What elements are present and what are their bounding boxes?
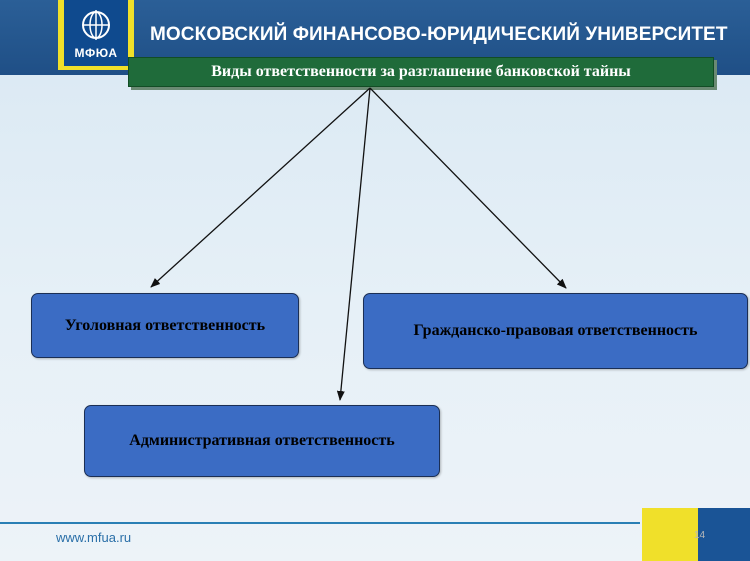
diagram-title: Виды ответственности за разглашение банк… [128, 57, 714, 87]
footer-divider [0, 522, 640, 524]
node-administrative-liability: Административная ответственность [84, 405, 440, 477]
logo-text: МФЮА [74, 46, 118, 60]
arrow-to-criminal [150, 87, 371, 288]
node-criminal-liability: Уголовная ответственность [31, 293, 299, 358]
node-civil-liability: Гражданско-правовая ответственность [363, 293, 748, 369]
arrow-to-administrative [336, 87, 371, 401]
logo[interactable]: МФЮА [64, 0, 128, 66]
corner-accent-blue [698, 508, 750, 561]
corner-accent-yellow [642, 508, 698, 561]
page-number: 14 [694, 530, 706, 541]
arrow-to-civil [369, 87, 567, 289]
footer-url[interactable]: www.mfua.ru [56, 530, 132, 545]
university-name: МОСКОВСКИЙ ФИНАНСОВО-ЮРИДИЧЕСКИЙ УНИВЕРС… [150, 24, 728, 45]
globe-logo-icon [82, 10, 110, 40]
